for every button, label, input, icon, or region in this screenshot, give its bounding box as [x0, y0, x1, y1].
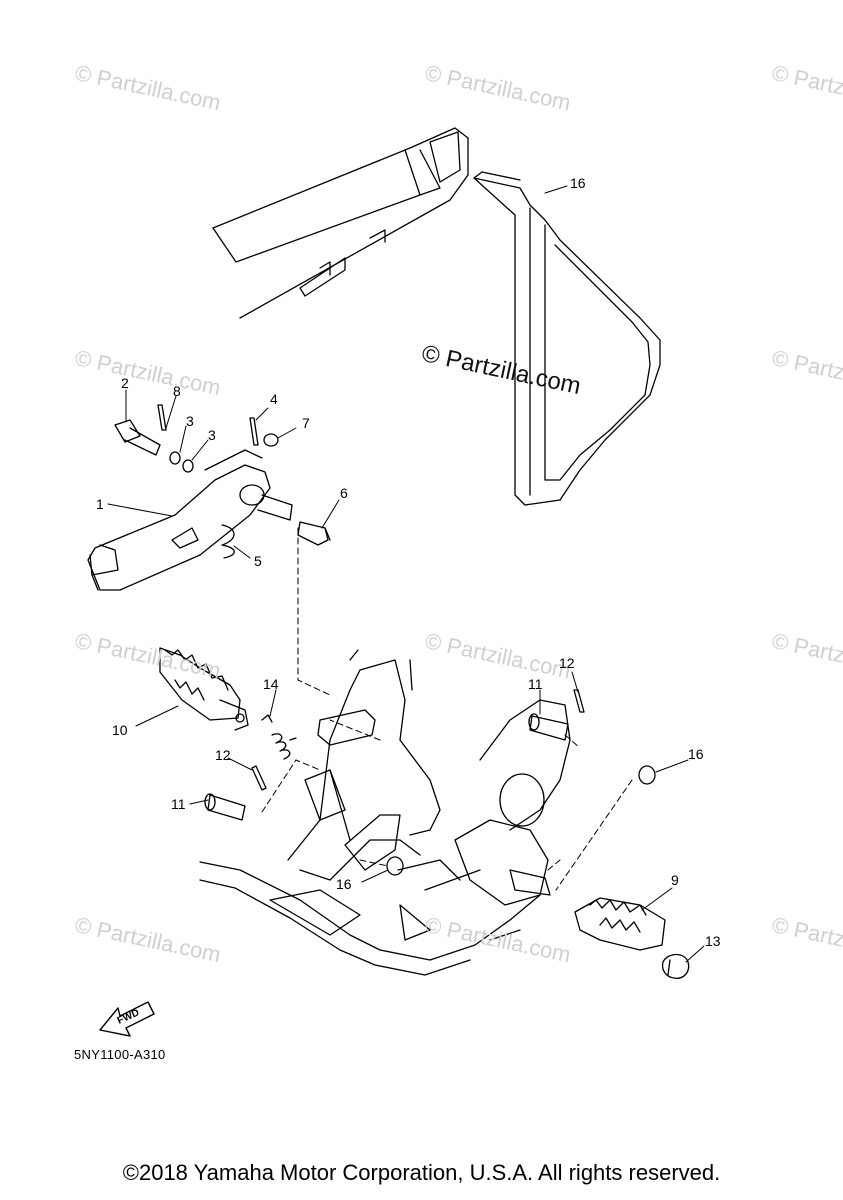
callout-11-left: 11	[171, 796, 186, 812]
callout-12-left: 12	[215, 747, 231, 763]
brake-pedal	[87, 449, 293, 591]
pivot-bolt	[114, 419, 161, 456]
callout-10: 10	[112, 722, 128, 738]
frame	[199, 649, 571, 976]
callout-12-right: 12	[559, 655, 575, 671]
fwd-label: FWD	[116, 1007, 141, 1026]
callout-7: 7	[302, 415, 310, 431]
diagram-code: 5NY1100-A310	[74, 1047, 166, 1062]
callout-16-left: 16	[336, 876, 352, 892]
swingarm	[212, 127, 469, 319]
callout-5: 5	[254, 553, 262, 569]
fwd-arrow	[99, 1001, 155, 1037]
callout-9: 9	[671, 872, 679, 888]
callout-6: 6	[340, 485, 348, 501]
callout-4: 4	[270, 391, 278, 407]
copyright-notice: ©2018 Yamaha Motor Corporation, U.S.A. A…	[122, 1160, 721, 1185]
callout-3a: 3	[186, 413, 194, 429]
callout-14: 14	[263, 676, 279, 692]
callout-1: 1	[96, 496, 104, 512]
footpeg-left	[159, 647, 249, 731]
callout-16-right: 16	[688, 746, 704, 762]
callout-11-right: 11	[528, 676, 543, 692]
callout-2: 2	[121, 375, 129, 391]
footpeg-right	[574, 897, 666, 951]
callout-3b: 3	[208, 427, 216, 443]
side-stand	[473, 171, 661, 506]
callout-8: 8	[173, 383, 181, 399]
callout-15: 16	[570, 175, 586, 191]
callout-13: 13	[705, 933, 721, 949]
